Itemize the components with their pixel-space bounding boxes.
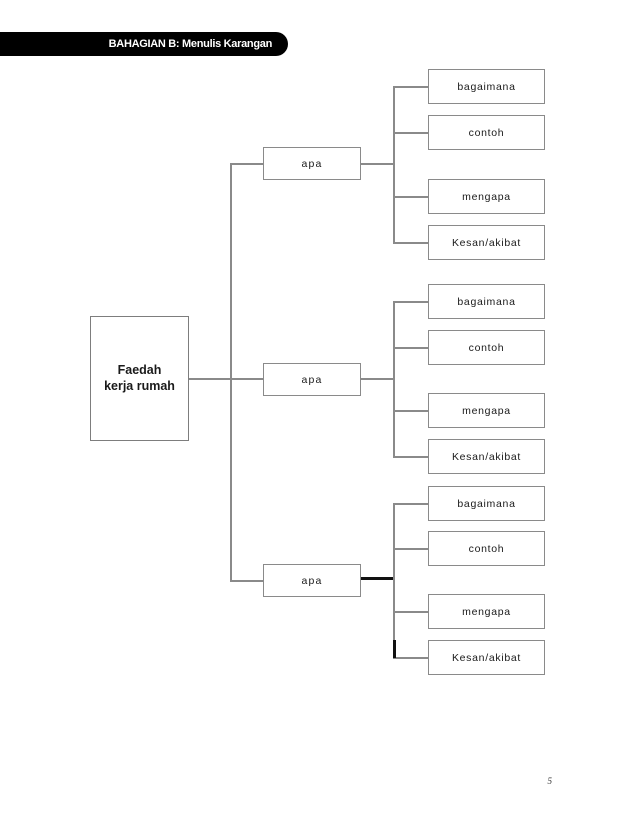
connector-branch-3-leaf-4 [393, 657, 428, 659]
leaf-node-1-4-label: Kesan/akibat [451, 236, 522, 249]
page-number: 5 [547, 776, 553, 786]
root-node-line2: kerja rumah [104, 378, 175, 393]
leaf-node-1-1[interactable]: bagaimana [428, 69, 545, 104]
connector-branch-1-leaf-1 [393, 86, 428, 88]
connector-branch-1-to-subtrunk [361, 163, 394, 165]
leaf-node-3-3[interactable]: mengapa [428, 594, 545, 629]
leaf-node-3-1-label: bagaimana [457, 497, 516, 510]
root-node-line1: Faedah [117, 362, 162, 377]
connector-branch-3-to-subtrunk [361, 577, 395, 580]
leaf-node-2-2-label: contoh [468, 341, 505, 354]
leaf-node-1-2-label: contoh [468, 126, 505, 139]
leaf-node-2-2[interactable]: contoh [428, 330, 545, 365]
connector-branch-1-leaf-4 [393, 242, 428, 244]
connector-branch-3-leaf-3 [393, 611, 428, 613]
leaf-node-2-1[interactable]: bagaimana [428, 284, 545, 319]
connector-subtrunk-2 [393, 301, 395, 458]
branch-node-2-label: apa [301, 373, 323, 386]
leaf-node-1-4[interactable]: Kesan/akibat [428, 225, 545, 260]
leaf-node-2-3-label: mengapa [462, 404, 511, 417]
branch-node-3-label: apa [301, 574, 323, 587]
leaf-node-3-4[interactable]: Kesan/akibat [428, 640, 545, 675]
connector-branch-1-leaf-2 [393, 132, 428, 134]
leaf-node-2-4[interactable]: Kesan/akibat [428, 439, 545, 474]
leaf-node-1-3[interactable]: mengapa [428, 179, 545, 214]
leaf-node-2-4-label: Kesan/akibat [451, 450, 522, 463]
connector-branch-3-leaf-2 [393, 548, 428, 550]
section-banner: BAHAGIAN B: Menulis Karangan [0, 32, 288, 56]
connector-branch-2-leaf-4 [393, 456, 428, 458]
leaf-node-1-1-label: bagaimana [457, 80, 516, 93]
connector-branch-3-accent-tick [393, 640, 396, 658]
connector-branch-1-leaf-3 [393, 196, 428, 198]
branch-node-3[interactable]: apa [263, 564, 361, 597]
leaf-node-2-3[interactable]: mengapa [428, 393, 545, 428]
section-banner-label: BAHAGIAN B: Menulis Karangan [108, 38, 273, 50]
connector-trunk-to-branch-1 [230, 163, 263, 165]
leaf-node-3-4-label: Kesan/akibat [451, 651, 522, 664]
connector-subtrunk-1 [393, 86, 395, 243]
leaf-node-3-2-label: contoh [468, 542, 505, 555]
root-node[interactable]: Faedah kerja rumah [90, 316, 189, 441]
connector-root-to-trunk [189, 378, 263, 380]
branch-node-1[interactable]: apa [263, 147, 361, 180]
branch-node-2[interactable]: apa [263, 363, 361, 396]
connector-branch-2-leaf-2 [393, 347, 428, 349]
leaf-node-3-3-label: mengapa [462, 605, 511, 618]
connector-branch-2-to-subtrunk [361, 378, 394, 380]
leaf-node-3-1[interactable]: bagaimana [428, 486, 545, 521]
connector-branch-2-leaf-1 [393, 301, 428, 303]
connector-branch-3-leaf-1 [393, 503, 428, 505]
connector-main-trunk [230, 164, 232, 581]
connector-trunk-to-branch-3 [230, 580, 263, 582]
root-node-text: Faedah kerja rumah [104, 363, 175, 394]
connector-subtrunk-3 [393, 503, 395, 658]
branch-node-1-label: apa [301, 157, 323, 170]
connector-branch-2-leaf-3 [393, 410, 428, 412]
leaf-node-1-3-label: mengapa [462, 190, 511, 203]
leaf-node-1-2[interactable]: contoh [428, 115, 545, 150]
leaf-node-3-2[interactable]: contoh [428, 531, 545, 566]
leaf-node-2-1-label: bagaimana [457, 295, 516, 308]
